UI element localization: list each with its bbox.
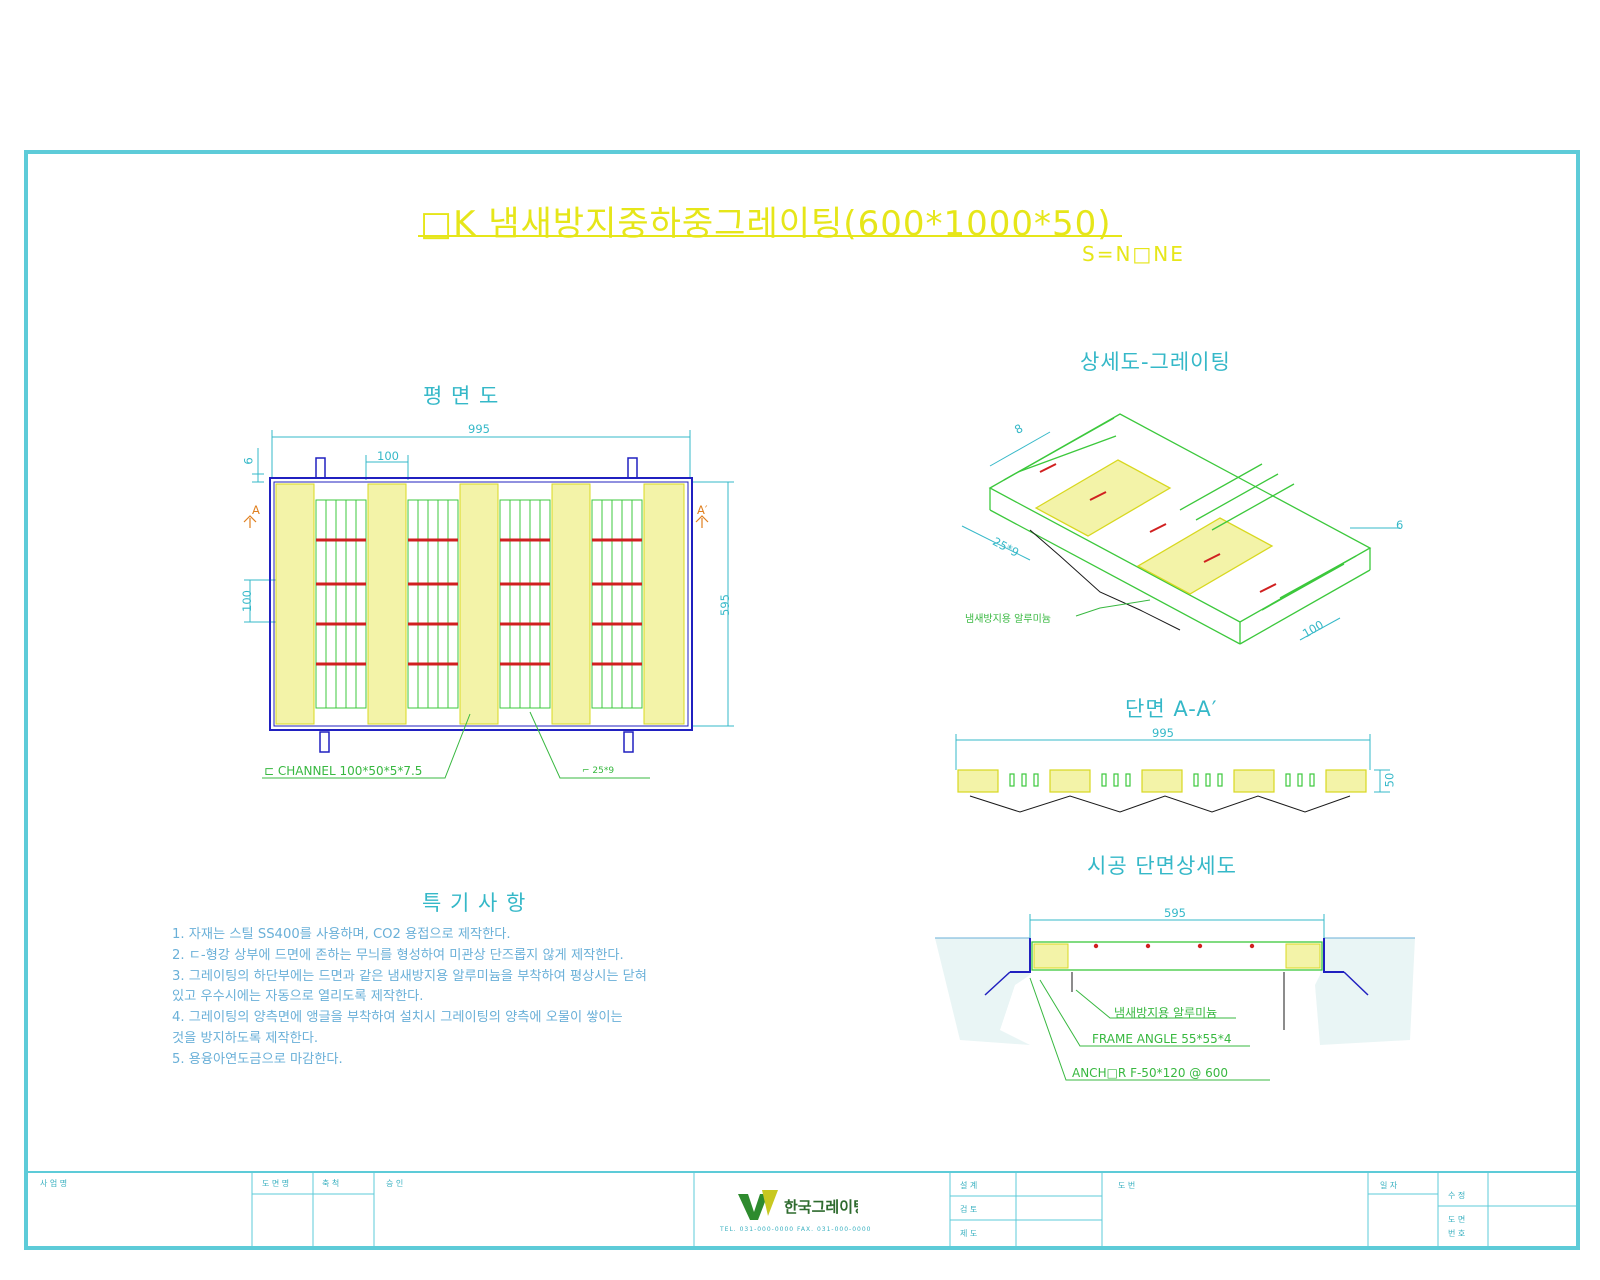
tb-drawing-no-label: 도 번 [1118,1181,1136,1190]
title-underline [418,235,1122,237]
plan-view-heading: 평 면 도 [423,384,500,408]
tb-draft-label: 제 도 [960,1229,978,1238]
install-aluminum-label: 냄새방지용 알루미늄 [1114,1006,1218,1020]
note-line-5: 4. 그레이팅의 양측면에 앵글을 부착하여 설치시 그레이팅의 양측에 오물이… [172,1010,623,1026]
note-line-1: 1. 자재는 스틸 SS400를 사용하며, CO2 용접으로 제작한다. [172,927,511,942]
plan-width-dim: 995 [468,422,490,436]
install-view-heading: 시공 단면상세도 [1087,854,1237,878]
tb-number-label: 번 호 [1448,1229,1466,1238]
install-view [935,914,1415,1081]
tb-drawing-name-label: 도 면 명 [262,1179,290,1188]
flat-bar-callout: ⌐ 25*9 [582,766,615,776]
company-name: 한국그레이팅 [784,1198,858,1216]
iso-detail-view [961,413,1400,645]
note-line-6: 것을 방지하도록 제작한다. [172,1030,319,1046]
note-line-2: 2. ㄷ-형강 상부에 드면에 존하는 무늬를 형성하여 미관상 단즈롭지 않게… [172,947,624,963]
title-block [28,1171,1576,1246]
detail-aluminum-label: 냄새방지용 알루미늄 [965,614,1051,625]
tb-project-label: 사 업 명 [40,1179,68,1188]
section-mark-a2: A′ [697,503,708,517]
tb-review-label: 검 토 [960,1205,978,1214]
drawing-title: □K 냄새방지중하중그레이팅(600*1000*50) [420,204,1112,244]
special-notes: 1. 자재는 스틸 SS400를 사용하며, CO2 용접으로 제작한다. 2.… [172,925,832,1071]
tb-approve-label: 승 인 [386,1179,404,1188]
section-width-dim: 995 [1152,726,1174,740]
plan-height-dim: 595 [717,594,732,616]
tb-revision-label: 수 정 [1448,1191,1466,1200]
note-line-3: 3. 그레이팅의 하단부에는 드면과 같은 냄새방지용 알루미늄을 부착하여 평… [172,968,647,984]
note-line-7: 5. 용융아연도금으로 마감한다. [172,1051,343,1067]
section-view [955,734,1390,813]
install-frame-label: FRAME ANGLE 55*55*4 [1092,1032,1232,1046]
plan-pitch-left-dim: 100 [239,590,254,612]
tb-scale-label: 축 척 [322,1179,340,1188]
detail-view-heading: 상세도-그레이팅 [1080,350,1231,374]
company-contact: TEL. 031-000-0000 FAX. 031-000-0000 [720,1226,872,1233]
scale-label: S=N□NE [1082,242,1185,266]
sheet-border [24,150,1580,1250]
note-line-4: 있고 우수시에는 자동으로 열리도록 제작한다. [172,989,424,1005]
notes-heading: 특 기 사 항 [422,891,527,915]
channel-callout: ⊏ CHANNEL 100*50*5*7.5 [264,764,423,778]
section-view-heading: 단면 A-A′ [1125,697,1218,721]
plan-pitch-top-dim: 100 [377,449,399,463]
tb-design-label: 설 계 [960,1181,978,1190]
company-logo: 한국그레이팅 [738,1188,867,1226]
tb-date-label: 일 자 [1380,1181,1398,1190]
detail-dim-6: 6 [1396,518,1404,532]
section-mark-a: A [252,503,260,517]
install-width-dim: 595 [1164,906,1186,920]
tb-sheet-label: 도 면 [1448,1215,1466,1224]
install-anchor-label: ANCH□R F-50*120 @ 600 [1072,1066,1229,1080]
plan-gap-dim: 6 [241,457,256,465]
plan-view [243,430,734,779]
section-height-dim: 50 [1382,772,1397,788]
